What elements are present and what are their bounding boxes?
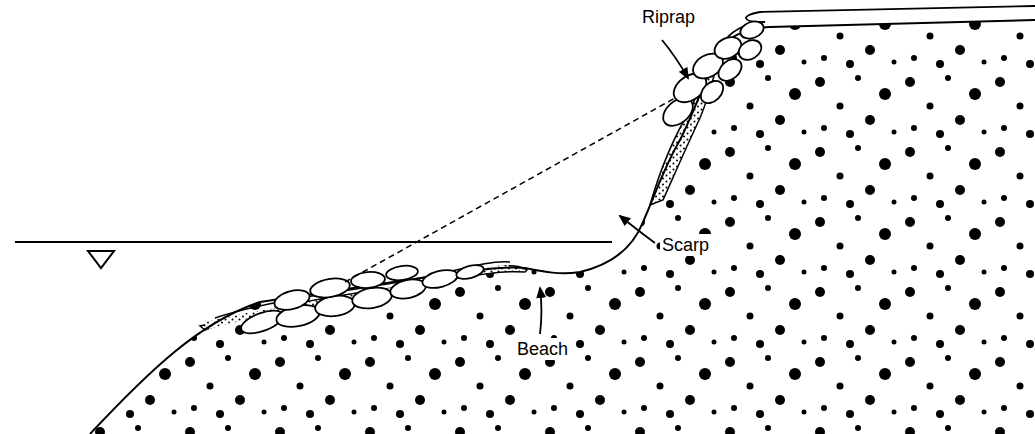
- part-label: Riprap: [640, 6, 697, 28]
- part-label: Scarp: [660, 234, 711, 256]
- water-symbol: [88, 251, 114, 268]
- riprap-rocks: [238, 263, 485, 338]
- fabric-line: [746, 6, 1035, 22]
- design-slope: [345, 98, 675, 282]
- leader-arrow: [620, 216, 655, 243]
- ground-line: [90, 20, 1035, 434]
- leader-arrow: [540, 288, 542, 334]
- leader-arrow: [662, 40, 688, 78]
- soil: [90, 20, 1035, 434]
- part-label: Beach: [515, 338, 570, 360]
- water-line: [15, 241, 612, 243]
- bedding-layer: [215, 262, 510, 318]
- riprap-rocks: [658, 18, 766, 131]
